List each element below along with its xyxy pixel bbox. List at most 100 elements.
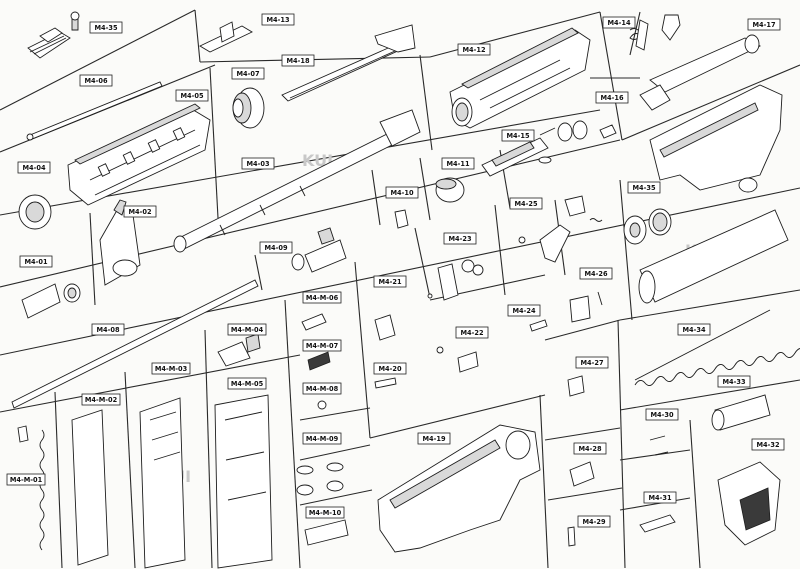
part-label: M4-35 [627, 181, 661, 194]
pistol-grip-part [717, 461, 781, 546]
svg-text:M4-28: M4-28 [578, 445, 601, 453]
mag-plate-part [304, 519, 349, 546]
follower-part [71, 409, 109, 566]
svg-text:M4-26: M4-26 [584, 270, 607, 278]
svg-text:M4-22: M4-22 [460, 329, 483, 337]
handguard-part [67, 103, 211, 206]
magazine-part [214, 394, 273, 569]
mag-rings-part [296, 462, 344, 496]
part-label: M4-11 [441, 157, 475, 170]
part-label: M4-13 [261, 13, 295, 26]
part-label: M4-06 [79, 74, 113, 87]
svg-text:M4-10: M4-10 [390, 189, 413, 197]
trigger-group-part [518, 195, 603, 263]
part-label: M4-18 [281, 54, 315, 67]
outer-barrel-part [11, 279, 259, 409]
mag-baseplate-part [217, 333, 261, 367]
svg-text:M4-M-03: M4-M-03 [155, 365, 188, 373]
svg-text:M4-14: M4-14 [607, 19, 630, 27]
receiver-pin-part [374, 377, 397, 389]
svg-text:M4-09: M4-09 [264, 244, 287, 252]
svg-text:M4-01: M4-01 [24, 258, 47, 266]
part-label: M4-03 [241, 157, 275, 170]
svg-text:M4-13: M4-13 [266, 16, 289, 24]
svg-text:M4-23: M4-23 [448, 235, 471, 243]
pin-part [599, 124, 617, 139]
lower-receiver-part [377, 424, 541, 553]
section-dividers [0, 9, 800, 569]
svg-text:M4-34: M4-34 [682, 326, 705, 334]
part-label: M4-05 [175, 89, 209, 102]
magazine-catch-part [301, 313, 327, 331]
buffer-part [711, 394, 771, 431]
svg-text:M4-M-06: M4-M-06 [306, 294, 339, 302]
gas-tube-part [26, 81, 163, 141]
stock-part [649, 84, 783, 193]
svg-text:M4-M-07: M4-M-07 [306, 342, 339, 350]
svg-text:M4-33: M4-33 [722, 378, 745, 386]
part-label: M4-25 [509, 197, 543, 210]
svg-text:M4-12: M4-12 [462, 46, 485, 54]
part-label: M4-07 [231, 67, 265, 80]
svg-text:M4-M-08: M4-M-08 [306, 385, 339, 393]
hammer-spring-part [569, 461, 595, 487]
svg-text:M4-27: M4-27 [580, 359, 603, 367]
part-label: M4-02 [123, 205, 157, 218]
part-label: M4-23 [443, 232, 477, 245]
part-label: M4-16 [595, 91, 629, 104]
mag-screw-part [317, 400, 327, 410]
svg-text:M4-35: M4-35 [94, 24, 117, 32]
part-label: M4-34 [677, 323, 711, 336]
svg-text:M4-07: M4-07 [236, 70, 259, 78]
part-label: M4-M-07 [302, 339, 342, 352]
svg-text:M4-M-01: M4-M-01 [10, 476, 43, 484]
part-label: M4-09 [259, 241, 293, 254]
main-spring-part [634, 309, 800, 386]
selector-lever-part [436, 346, 479, 373]
spring-set-part [569, 291, 603, 323]
svg-text:M4-02: M4-02 [128, 208, 151, 216]
takedown-pin-part [529, 319, 548, 332]
svg-text:M4-35: M4-35 [632, 184, 655, 192]
part-label: M4-27 [575, 356, 609, 369]
svg-text:M4-24: M4-24 [512, 307, 535, 315]
svg-text:M4-29: M4-29 [582, 518, 605, 526]
barrel-nut-part [18, 194, 52, 230]
part-label: M4-32 [751, 438, 785, 451]
svg-text:M4-30: M4-30 [650, 411, 673, 419]
svg-text:M4-M-10: M4-M-10 [309, 509, 342, 517]
part-label: M4-19 [417, 432, 451, 445]
mag-release-part [567, 375, 585, 397]
svg-text:M4-17: M4-17 [752, 21, 775, 29]
rear-sight-part [27, 11, 80, 59]
part-label: M4-M-06 [302, 291, 342, 304]
svg-text:M4-21: M4-21 [378, 278, 401, 286]
svg-text:M4-11: M4-11 [446, 160, 469, 168]
svg-text:M4-18: M4-18 [286, 57, 309, 65]
hop-chamber-part [435, 177, 465, 203]
part-label: M4-M-08 [302, 382, 342, 395]
svg-text:M4-05: M4-05 [180, 92, 203, 100]
forward-assist-part [629, 14, 681, 51]
charging-handle-part [281, 24, 416, 102]
svg-text:M4-M-04: M4-M-04 [231, 326, 264, 334]
small-spring-part [567, 526, 576, 547]
delta-ring-part [232, 87, 265, 129]
upper-receiver-part [449, 27, 591, 129]
part-label: M4-28 [573, 442, 607, 455]
sling-plate-part [623, 208, 672, 245]
svg-text:M4-31: M4-31 [648, 494, 671, 502]
part-label: M4-15 [501, 129, 535, 142]
part-labels: M4-35 M4-13 M4-18 M4-12 M4-14 M4-17 M4-0… [6, 13, 785, 528]
small-pin-part [394, 209, 409, 229]
magazine-body-part [139, 397, 186, 569]
svg-text:M4-M-05: M4-M-05 [231, 380, 264, 388]
trigger-guard-part [639, 514, 676, 533]
svg-text:M4-19: M4-19 [422, 435, 445, 443]
part-label: M4-M-10 [305, 506, 345, 519]
svg-text:M4-06: M4-06 [84, 77, 107, 85]
part-label: M4-29 [577, 515, 611, 528]
bolt-carrier-part [481, 120, 588, 177]
bolt-catch-part [374, 314, 396, 341]
